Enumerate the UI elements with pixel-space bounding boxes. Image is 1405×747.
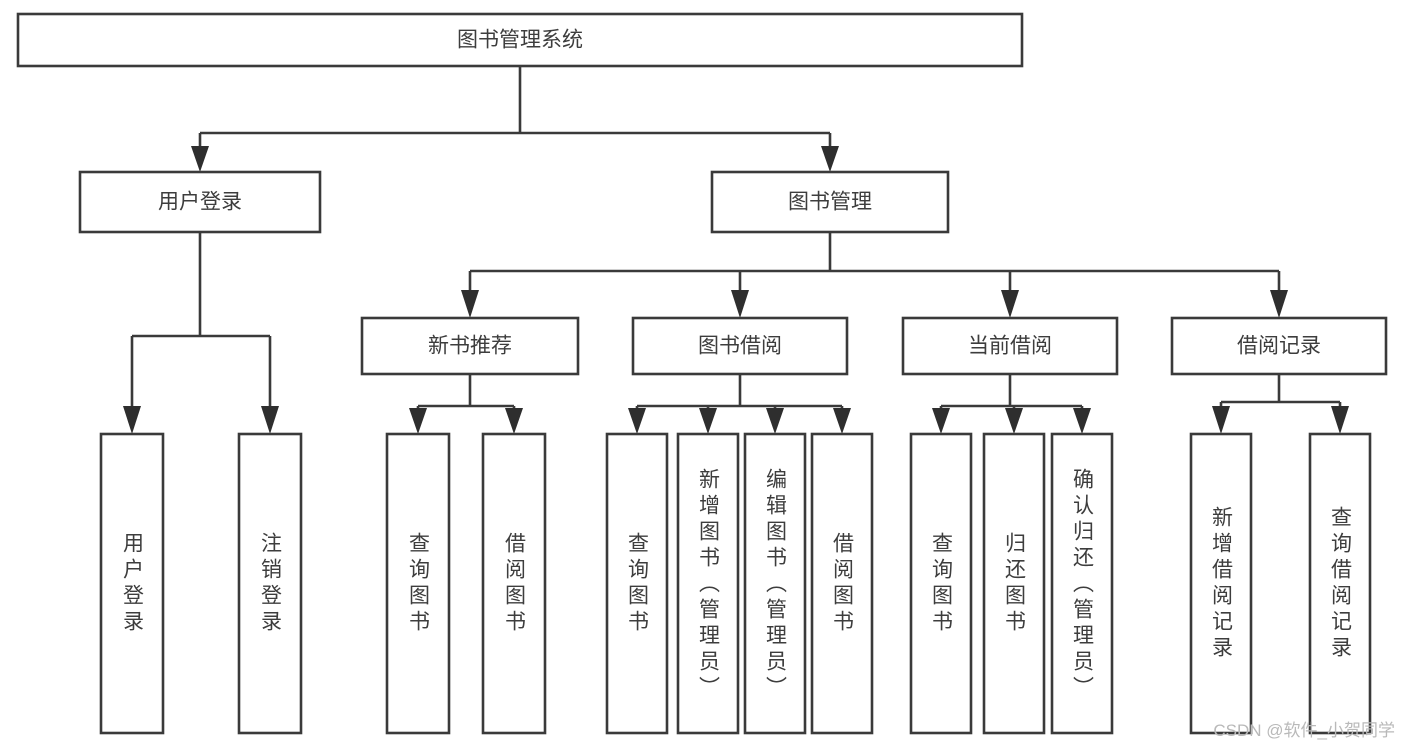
arrowhead-query-book-3 [932,408,950,434]
arrowhead-user-login [191,146,209,172]
node-box-leaf-3[interactable] [481,432,547,735]
node-box-user-login[interactable] [78,170,322,234]
node-box-book-borrow[interactable] [631,316,849,376]
arrowhead-newbook [461,290,479,318]
arrowhead-add-book [699,408,717,434]
node-label-book-borrow: 图书借阅 [698,335,782,358]
connector-group-record [1212,374,1349,434]
arrowhead-borrow [731,290,749,318]
arrowhead-query-record [1331,406,1349,434]
node-box-leaf-6[interactable] [743,432,807,735]
node-box-leaf-10[interactable] [1050,432,1114,735]
connector-group-user-login [123,232,279,434]
connector-group-book-mgmt [461,232,1288,318]
arrowhead-query-book-1 [409,408,427,434]
node-box-leaf-12[interactable] [1308,432,1372,735]
node-label-new-book-recommend: 新书推荐 [428,335,512,358]
node-box-leaf-8[interactable] [909,432,973,735]
connector-group-current [932,374,1091,434]
arrowhead-current [1001,290,1019,318]
node-label-borrow-record: 借阅记录 [1237,335,1321,358]
arrowhead-book-mgmt [821,146,839,172]
arrowhead-query-book-2 [628,408,646,434]
connector-group-borrow [628,374,851,434]
arrowhead-leaf-user-login [123,406,141,434]
csdn-watermark: CSDN @软件_小贺同学 [1213,721,1395,740]
node-box-book-management[interactable] [710,170,950,234]
node-box-leaf-9[interactable] [982,432,1046,735]
node-label-current-borrow: 当前借阅 [968,335,1052,358]
node-box-leaf-11[interactable] [1189,432,1253,735]
node-box-leaf-2[interactable] [385,432,451,735]
node-label-user-login: 用户登录 [158,191,242,214]
arrowhead-add-record [1212,406,1230,434]
node-box-current-borrow[interactable] [901,316,1119,376]
node-box-root[interactable] [16,12,1024,68]
node-box-leaf-0[interactable] [99,432,165,735]
arrowhead-leaf-logout [261,406,279,434]
arrowhead-edit-book [766,408,784,434]
node-label-book-management: 图书管理 [788,191,872,214]
node-box-leaf-7[interactable] [810,432,874,735]
node-box-borrow-record[interactable] [1170,316,1388,376]
connector-group-newbook [409,374,523,434]
arrowhead-return-book [1005,408,1023,434]
connector-group-root [191,66,839,172]
node-box-leaf-4[interactable] [605,432,669,735]
node-box-leaf-1[interactable] [237,432,303,735]
node-box-leaf-5[interactable] [676,432,740,735]
arrowhead-record [1270,290,1288,318]
node-box-new-book-recommend[interactable] [360,316,580,376]
node-label-root: 图书管理系统 [457,29,583,52]
arrowhead-confirm-return [1073,408,1091,434]
arrowhead-borrow-book-1 [505,408,523,434]
arrowhead-borrow-book-2 [833,408,851,434]
